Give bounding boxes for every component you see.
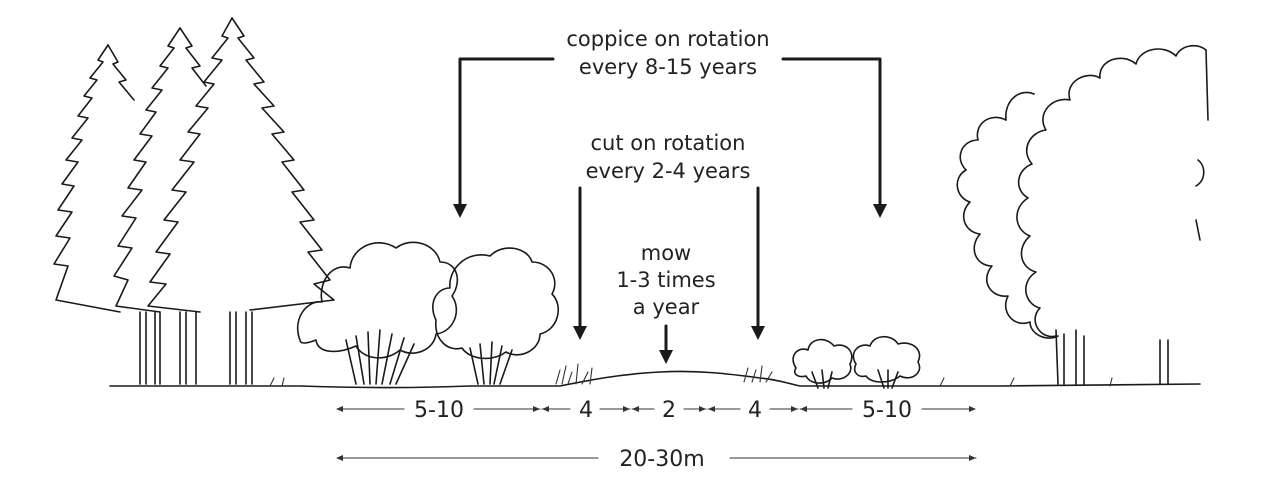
- small-shrubs-right: [792, 335, 921, 389]
- ground-line: [109, 363, 1201, 389]
- zone-widths: 5-10 4 2 4 5-10: [336, 398, 976, 423]
- width-label: 4: [579, 398, 593, 423]
- cut-label-line1: cut on rotation: [591, 131, 746, 155]
- width-label: 5-10: [414, 398, 464, 423]
- coppice-arrow-left: [458, 57, 555, 210]
- mow-label-line1: mow: [641, 241, 691, 265]
- coppice-shrubs: [297, 241, 560, 385]
- coppice-label-line2: every 8-15 years: [579, 55, 757, 79]
- total-width: 20-30m: [336, 447, 977, 472]
- broadleaf-trees-right: [956, 44, 1209, 385]
- width-label: 2: [662, 398, 676, 423]
- mow-label-line2: 1-3 times: [616, 268, 715, 292]
- total-width-label: 20-30m: [619, 447, 704, 472]
- width-label: 5-10: [862, 398, 912, 423]
- mow-label-line3: a year: [633, 295, 700, 319]
- cut-label-line2: every 2-4 years: [586, 159, 751, 183]
- conifer-trees-left: [53, 17, 335, 385]
- width-label: 4: [748, 398, 762, 423]
- coppice-arrow-right: [781, 57, 882, 210]
- mow-annotation: mow 1-3 times a year: [616, 241, 716, 364]
- cut-annotation: cut on rotation every 2-4 years: [573, 131, 765, 340]
- coppice-annotation: coppice on rotation every 8-15 years: [453, 27, 887, 218]
- coppice-label-line1: coppice on rotation: [566, 27, 769, 51]
